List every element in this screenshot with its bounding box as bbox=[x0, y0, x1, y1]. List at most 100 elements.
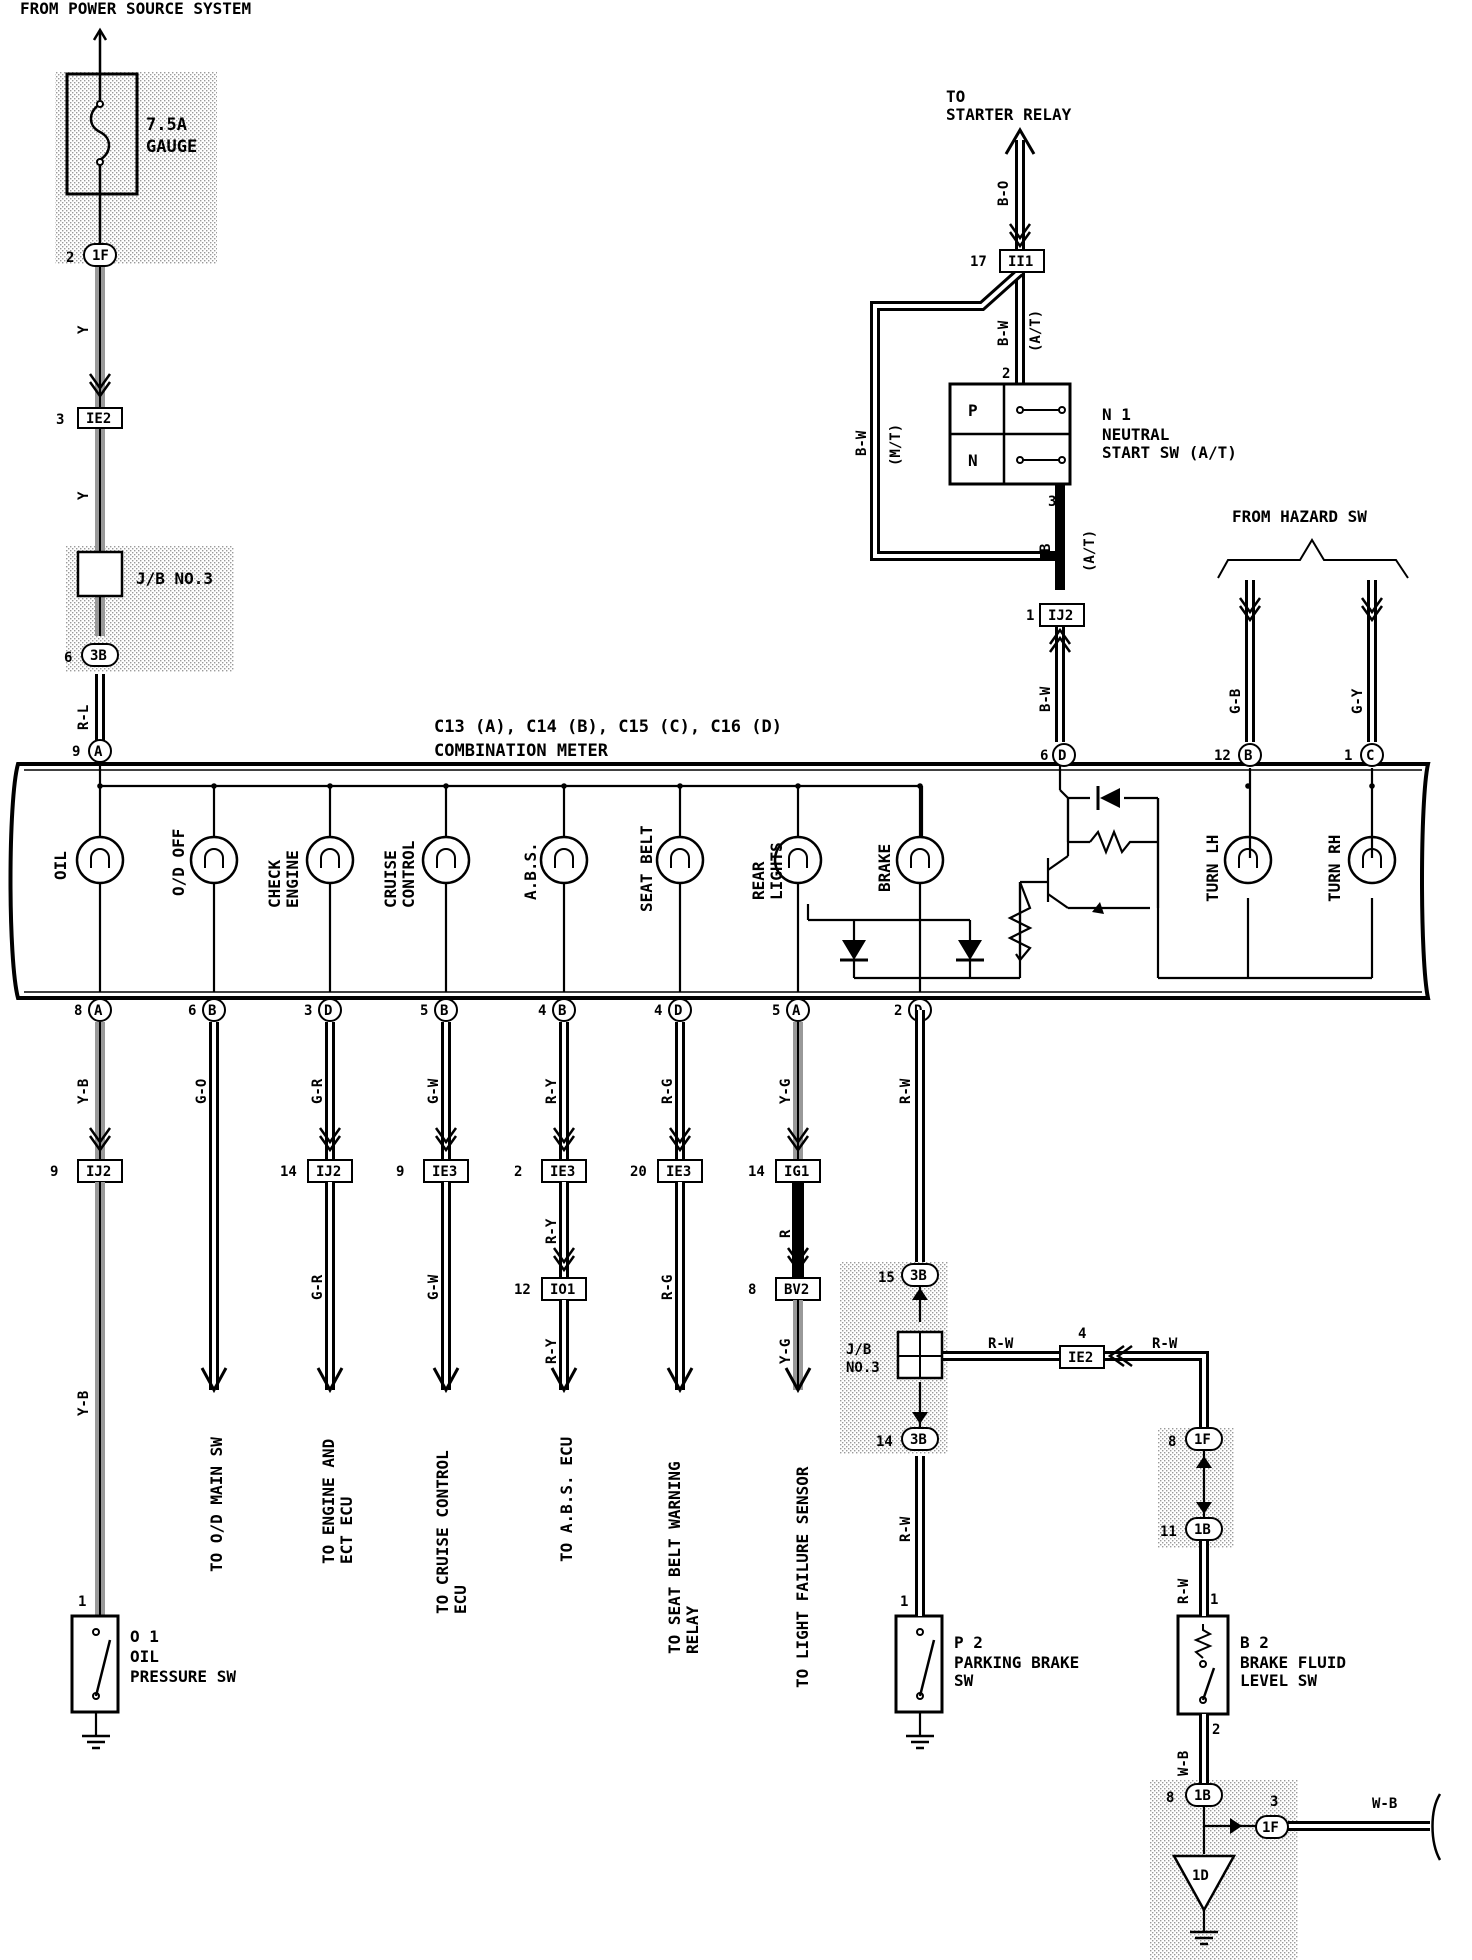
connector-pin: 2 bbox=[514, 1164, 522, 1180]
dest-od-main: TO O/D MAIN SW bbox=[207, 1437, 226, 1572]
bottom-pin-letter: A bbox=[94, 1003, 103, 1019]
pin-4-ie2: 4 bbox=[1078, 1326, 1086, 1342]
starter-to: TO bbox=[946, 87, 965, 106]
connector-label: IO1 bbox=[550, 1282, 575, 1298]
wire-bw-mt: B-W bbox=[854, 430, 870, 456]
pin-17-ii1: 17 bbox=[970, 254, 987, 270]
oil-sw-line1: OIL bbox=[130, 1647, 159, 1666]
lamp-label-rear1: REAR bbox=[749, 861, 768, 900]
wire-gr-1: G-R bbox=[310, 1078, 326, 1104]
wire-rg-2: R-G bbox=[660, 1275, 676, 1300]
bottom-pin-letter: B bbox=[558, 1003, 566, 1019]
fuse-rating: 7.5A bbox=[146, 115, 187, 135]
pin-9-label: 9 bbox=[72, 744, 80, 760]
pin-1-ij2: 1 bbox=[1026, 608, 1034, 624]
wire-gw-1: G-W bbox=[426, 1078, 442, 1104]
lamp-label-check1: CHECK bbox=[265, 859, 284, 908]
bottom-pin-number: 5 bbox=[772, 1003, 780, 1019]
parking-brake-switch bbox=[894, 1614, 944, 1750]
wire-gy: G-Y bbox=[1350, 688, 1366, 714]
lamp-cruise-control bbox=[421, 783, 471, 992]
bottom-pin-letter: D bbox=[674, 1003, 682, 1019]
svg-text:1F: 1F bbox=[92, 248, 109, 264]
dest-engine1: TO ENGINE AND bbox=[319, 1439, 338, 1564]
bottom-pin-letter: A bbox=[792, 1003, 801, 1019]
bottom-pin-0: A8 bbox=[74, 998, 112, 1022]
nsw-id: N 1 bbox=[1102, 405, 1131, 424]
ground-1d: 1D bbox=[1171, 1854, 1237, 1946]
dest-belt2: RELAY bbox=[683, 1605, 702, 1654]
pin-2-nsw: 2 bbox=[1002, 366, 1010, 382]
wire-gb: G-B bbox=[1228, 689, 1244, 714]
meter-title: COMBINATION METER bbox=[434, 741, 609, 761]
hazard-label: FROM HAZARD SW bbox=[1232, 507, 1367, 526]
meter-connectors: C13 (A), C14 (B), C15 (C), C16 (D) bbox=[434, 717, 782, 737]
connector-pin: 12 bbox=[514, 1282, 531, 1298]
lamp-label-check2: ENGINE bbox=[283, 850, 302, 908]
svg-text:A: A bbox=[94, 744, 103, 760]
wire-rw-5: R-W bbox=[1176, 1578, 1192, 1604]
bottom-pin-number: 4 bbox=[654, 1003, 662, 1019]
pin-top-12b: B bbox=[1238, 743, 1262, 767]
pin-8-1b: 8 bbox=[1166, 1790, 1174, 1806]
svg-text:1F: 1F bbox=[1194, 1432, 1211, 1448]
dest-cruise1: TO CRUISE CONTROL bbox=[433, 1450, 452, 1614]
pin-12-b: 12 bbox=[1214, 748, 1231, 764]
connector-ii1: II1 bbox=[999, 249, 1045, 273]
pin-2-fluid: 2 bbox=[1212, 1722, 1220, 1738]
nsw-line2: START SW (A/T) bbox=[1102, 443, 1237, 462]
bottom-pin-number: 6 bbox=[188, 1003, 196, 1019]
lamp-label-cruise1: CRUISE bbox=[381, 850, 400, 908]
fluid-sw-line2: LEVEL SW bbox=[1240, 1671, 1317, 1690]
connector-3b-14: 3B bbox=[901, 1427, 939, 1451]
connector-3b-top: 3B bbox=[81, 643, 119, 667]
wire-ry-2: R-Y bbox=[544, 1218, 560, 1244]
starter-relay: STARTER RELAY bbox=[946, 105, 1072, 124]
connector-label: IE3 bbox=[550, 1164, 575, 1180]
park-sw-line1: PARKING BRAKE bbox=[954, 1653, 1079, 1672]
wire-rg-1: R-G bbox=[660, 1079, 676, 1104]
svg-text:C: C bbox=[1366, 748, 1374, 764]
wire-yg-2: Y-G bbox=[778, 1339, 794, 1364]
lamp-check-engine bbox=[305, 783, 355, 992]
connector-pin: 20 bbox=[630, 1164, 647, 1180]
bottom-pin-number: 5 bbox=[420, 1003, 428, 1019]
oil-sw-id: O 1 bbox=[130, 1627, 159, 1646]
dest-light: TO LIGHT FAILURE SENSOR bbox=[793, 1466, 812, 1688]
lamp-label-abs: A.B.S. bbox=[521, 842, 540, 900]
connector-3b-15: 3B bbox=[901, 1263, 939, 1287]
pin-3-1f: 3 bbox=[1270, 1794, 1278, 1810]
nsw-line1: NEUTRAL bbox=[1102, 425, 1169, 444]
dest-belt1: TO SEAT BELT WARNING bbox=[665, 1461, 684, 1654]
svg-text:1B: 1B bbox=[1194, 1522, 1211, 1538]
lamp-rear-lights bbox=[773, 783, 823, 992]
lamp-abs bbox=[539, 783, 589, 992]
bottom-pin-number: 2 bbox=[894, 1003, 902, 1019]
power-source-label: FROM POWER SOURCE SYSTEM bbox=[20, 0, 251, 18]
wire-rl: R-L bbox=[76, 705, 92, 730]
wire-y-1: Y bbox=[76, 325, 92, 334]
lamp-label-turn-rh: TURN RH bbox=[1325, 835, 1344, 902]
pin-1-c: 1 bbox=[1344, 748, 1352, 764]
wire-rw-3: R-W bbox=[988, 1336, 1014, 1352]
wire-bo: B-O bbox=[996, 181, 1012, 206]
connector-pin: 8 bbox=[748, 1282, 756, 1298]
connector-label: BV2 bbox=[784, 1282, 809, 1298]
pin-1-fluid: 1 bbox=[1210, 1592, 1218, 1608]
bottom-pin-2: D3 bbox=[304, 998, 342, 1022]
wire-wb-1: W-B bbox=[1176, 1751, 1192, 1776]
connector-label: IJ2 bbox=[316, 1164, 341, 1180]
lamp-label-oil: OIL bbox=[51, 851, 70, 880]
lamp-label-turn-lh: TURN LH bbox=[1203, 835, 1222, 902]
lamp-label-cruise2: CONTROL bbox=[399, 841, 418, 908]
warning-lamps bbox=[75, 783, 1397, 992]
lamp-brake bbox=[895, 783, 945, 992]
pin-8-1f: 8 bbox=[1168, 1434, 1176, 1450]
brake-check-circuit bbox=[806, 760, 1374, 980]
svg-text:1F: 1F bbox=[1262, 1820, 1279, 1836]
pin-top-1c: C bbox=[1360, 743, 1384, 767]
